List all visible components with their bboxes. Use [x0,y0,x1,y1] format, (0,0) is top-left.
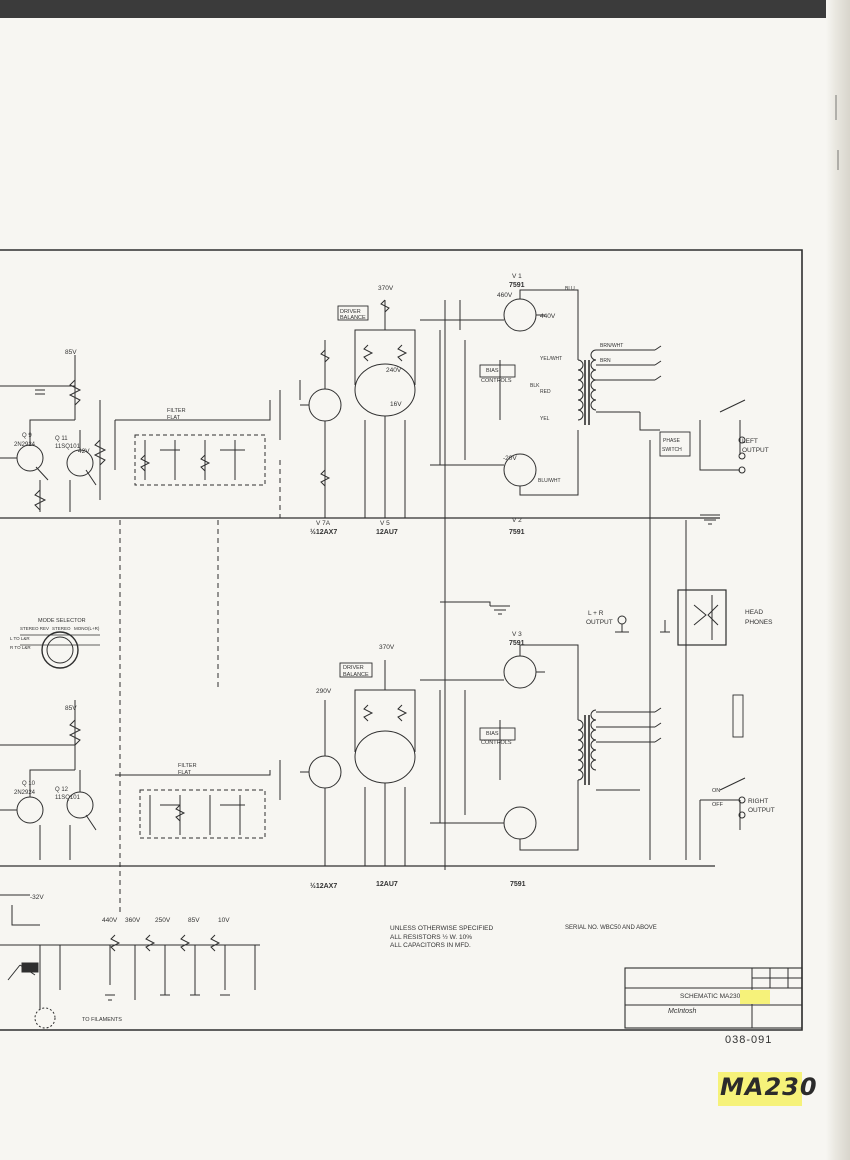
transistor-q9-type: 2N2924 [14,442,36,448]
tube-v2-type: 7591 [509,529,525,536]
bias-controls-bottom-1: BIAS [486,731,499,737]
tube-v3-type: 7591 [509,640,525,647]
to-filaments-label: TO FILAMENTS [82,1017,122,1023]
handwritten-model-label: MA230 [720,1073,818,1101]
headphone-jack [677,589,727,646]
transistor-q11-name: Q 11 [55,436,68,442]
bias-controls-top-2: CONTROLS [481,378,512,384]
mode-item-mono: MONO(L+R) [74,626,100,631]
filter-network-top [134,434,266,486]
tube-v2-name: V 2 [512,517,522,524]
tube-v5-name: V 5 [380,520,390,527]
right-output-label-2: OUTPUT [748,807,775,814]
lr-output-label-1: L + R [588,610,604,617]
driver-balance-bottom-1: DRIVER [343,665,364,671]
title-block-line-1: SCHEMATIC MA230 [680,993,741,1000]
mode-item-r-to-lr: R TO L&R [10,645,31,650]
supply-10v: 10V [218,917,230,924]
transistor-q12-type: 11SQ101 [55,795,81,801]
transistor-q10-type: 2N2924 [14,790,36,796]
headphones-label-2: PHONES [745,619,773,626]
scan-right-edge [826,0,850,1160]
wire-brn: BRN [600,358,611,364]
serial-note: SERIAL NO. WBC50 AND ABOVE [565,925,657,931]
tube-v4-type: 7591 [510,881,526,888]
v2-grid: -20V [503,455,517,462]
v6-supply: 370V [379,644,395,651]
wire-brn-wht: BRN/WHT [600,343,623,349]
tube-v1-type: 7591 [509,282,525,289]
v7b-supply: 290V [316,688,332,695]
q11-voltage: 42V [78,448,90,455]
wire-yel-wht: YEL/WHT [540,356,562,362]
note-line-1: UNLESS OTHERWISE SPECIFIED [390,925,493,932]
note-line-3: ALL CAPACITORS IN MFD. [390,942,471,949]
driver-balance-bottom-2: BALANCE [343,672,369,678]
tube-v1-name: V 1 [512,273,522,280]
wire-blk: BLK [530,383,540,389]
left-output-label-2: OUTPUT [742,447,769,454]
tube-v5-type: 12AU7 [376,529,398,536]
bias-controls-bottom-2: CONTROLS [481,740,512,746]
filter-label-top-1: FILTER [167,408,186,414]
top-pre-supply: 85V [65,349,77,356]
phase-switch-1: PHASE [663,438,681,444]
mode-selector-switch [41,631,79,669]
right-output-label-1: RIGHT [748,798,768,805]
title-block-line-2: McIntosh [668,1008,697,1015]
tube-v7b-type: ½12AX7 [310,882,337,890]
v5-cathode: 16V [390,401,402,408]
phase-switch-2: SWITCH [662,447,682,453]
mode-item-stereo-rev: STEREO REV [20,626,49,631]
filter-label-top-2: FLAT [167,415,181,421]
scan-top-edge [0,0,850,18]
v1-plate: 440V [540,313,556,320]
mode-item-stereo: STEREO [52,626,71,631]
v1-b-plus: 460V [497,292,513,299]
tube-v7a-name: V 7A [316,520,331,527]
wire-red: RED [540,389,551,395]
transistor-q9-name: Q 9 [22,433,32,439]
filter-label-bottom-2: FLAT [178,770,192,776]
tube-v7a-type: ½12AX7 [310,528,337,536]
document-number: 038-091 [725,1034,773,1046]
tube-v3-name: V 3 [512,631,522,638]
v5-screen: 240V [386,367,402,374]
switch-off-label: OFF [712,802,724,808]
tube-v6-type: 12AU7 [376,881,398,888]
switch-on-label: ON [712,788,720,794]
bottom-pre-supply: 85V [65,705,77,712]
headphones-label-1: HEAD [745,609,763,616]
wire-blu: BLU [565,286,575,292]
bias-supply-voltage: -32V [30,894,44,901]
v5-supply: 370V [378,285,394,292]
diagram-frame [0,249,803,1031]
supply-440v: 440V [102,917,118,924]
bias-controls-top-1: BIAS [486,368,499,374]
supply-250v: 250V [155,917,171,924]
driver-balance-top-1: DRIVER [340,309,361,315]
phase-switch-box [659,431,691,457]
supply-85v: 85V [188,917,200,924]
mode-selector-label: MODE SELECTOR [38,618,86,624]
left-output-label-1: LEFT [742,438,758,445]
transistor-q10-name: Q 10 [22,781,36,787]
supply-360v: 360V [125,917,141,924]
filter-label-bottom-1: FILTER [178,763,197,769]
note-line-2: ALL RESISTORS ½ W. 10% [390,933,472,941]
wire-yel: YEL [540,416,550,422]
title-block [624,967,803,1029]
mode-item-l-to-lr: L TO L&R [10,636,30,641]
highlighter-mark [718,1072,802,1106]
transistor-q11-type: 11SQ101 [55,444,81,450]
filter-network-bottom [139,789,266,839]
driver-balance-top-2: BALANCE [340,315,366,321]
transistor-q12-name: Q 12 [55,787,69,793]
lr-output-label-2: OUTPUT [586,619,613,626]
wire-blu-wht: BLU/WHT [538,478,561,484]
